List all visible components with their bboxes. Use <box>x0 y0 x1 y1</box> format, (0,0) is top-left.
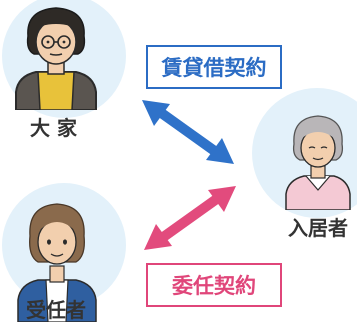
man-figure-icon <box>15 7 97 110</box>
lease-contract-label: 賃貸借契約 <box>161 56 267 80</box>
double-arrow-icon <box>144 186 236 250</box>
woman-figure-icon <box>17 203 97 322</box>
lease-contract-box: 賃貸借契約 <box>146 45 282 89</box>
elderly-woman-figure-icon <box>285 115 351 210</box>
mandate-contract-label: 委任契約 <box>172 274 256 298</box>
resident-label: 入居者 <box>288 216 348 240</box>
agent-label: 受任者 <box>26 298 86 322</box>
double-arrow-icon <box>142 100 234 164</box>
landlord-label: 大 家 <box>30 116 77 140</box>
mandate-contract-box: 委任契約 <box>146 263 282 307</box>
